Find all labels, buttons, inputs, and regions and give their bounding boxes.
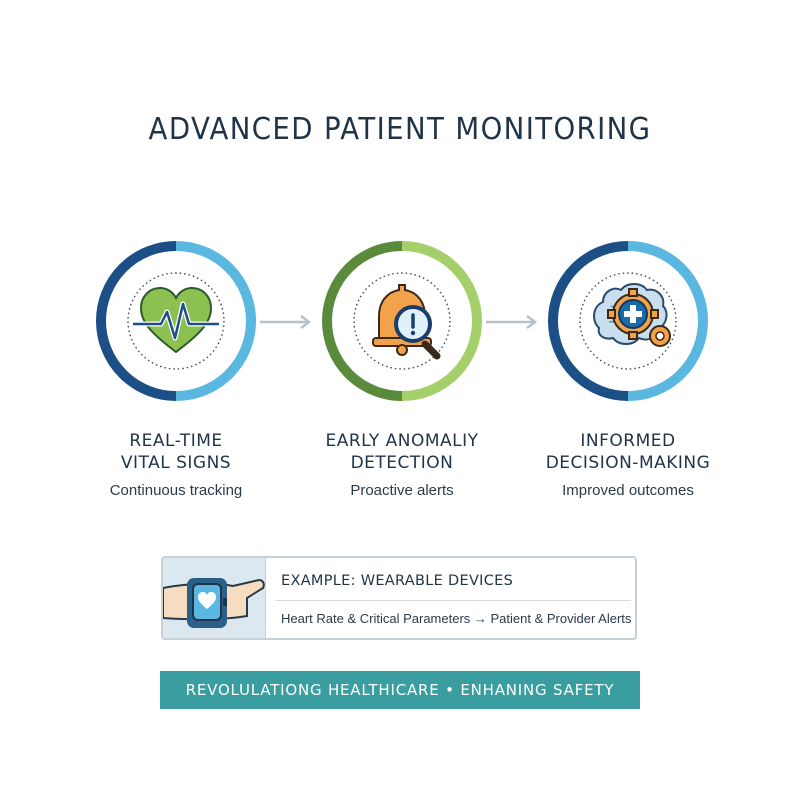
step-title: EARLY ANOMALIY DETECTION <box>287 430 517 474</box>
smartwatch-wrist-icon <box>163 558 266 638</box>
alert-bell-magnifier-icon <box>322 241 482 401</box>
example-heading: EXAMPLE: WEARABLE DEVICES <box>281 573 514 589</box>
step-subtitle: Improved outcomes <box>562 482 694 499</box>
arrow-right-icon <box>260 315 312 329</box>
step-title-line1: INFORMED <box>580 431 676 451</box>
heartbeat-icon <box>96 241 256 401</box>
divider <box>275 600 631 601</box>
footer-banner: REVOLULATIONG HEALTHICARE • ENHANING SAF… <box>160 671 640 709</box>
step-subtitle: Continuous tracking <box>109 482 243 499</box>
step-decision-making: INFORMED DECISION-MAKING Improved outcom… <box>513 240 743 499</box>
step-title-line1: REAL-TIME <box>129 431 223 451</box>
step-title-line1: EARLY ANOMALIY <box>325 431 479 451</box>
step-anomaly-detection: EARLY ANOMALIY DETECTION Proactive alert… <box>287 240 517 499</box>
example-card: EXAMPLE: WEARABLE DEVICES Heart Rate & C… <box>161 556 637 640</box>
step-title: INFORMED DECISION-MAKING <box>513 430 743 474</box>
example-detail: Heart Rate & Critical Parameters → Patie… <box>281 611 632 626</box>
step-title-line2: DETECTION <box>350 453 454 473</box>
step-title-line2: DECISION-MAKING <box>545 453 711 473</box>
step-title-line2: VITAL SIGNS <box>120 453 232 473</box>
brain-gears-icon <box>548 241 708 401</box>
step-vital-signs: REAL-TIME VITAL SIGNS Continuous trackin… <box>61 240 291 499</box>
step-title: REAL-TIME VITAL SIGNS <box>61 430 291 474</box>
page-title: ADVANCED PATIENT MONITORING <box>148 112 652 147</box>
step-subtitle: Proactive alerts <box>350 482 454 499</box>
arrow-right-icon <box>486 315 538 329</box>
